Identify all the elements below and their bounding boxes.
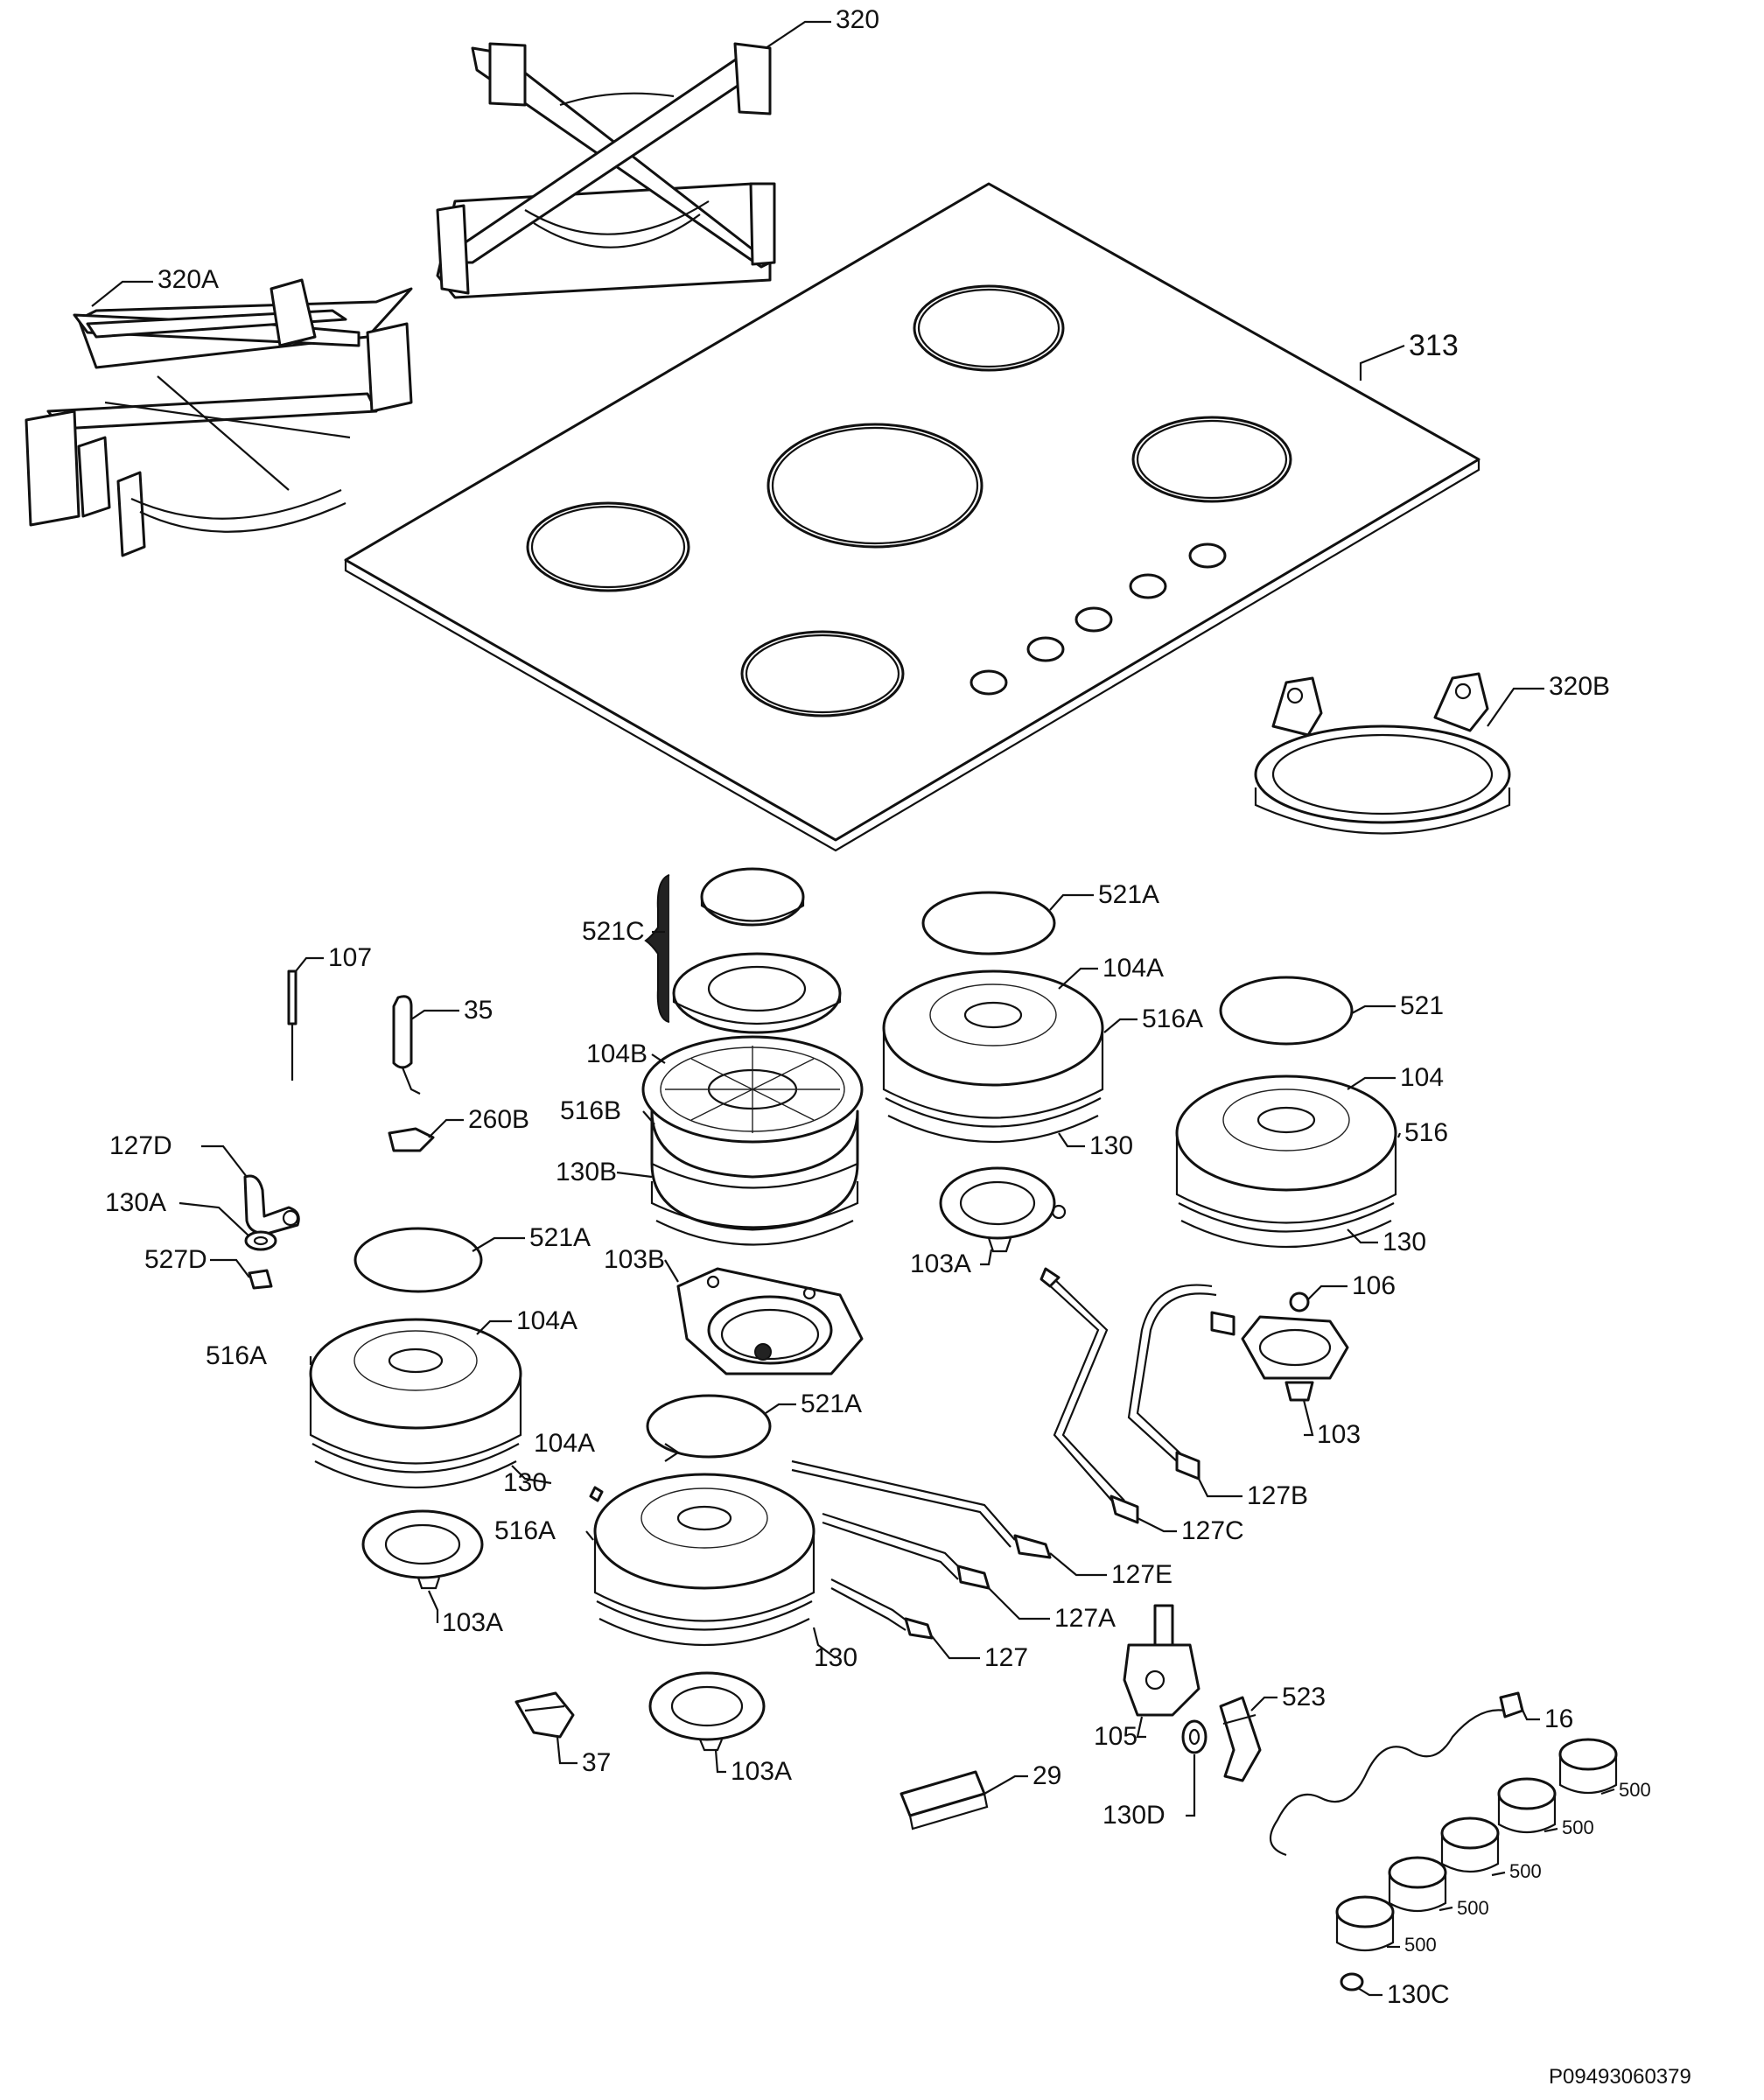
label-127: 127 [984,1643,1029,1672]
gas-valve-105 [1123,1604,1200,1717]
label-104A-left: 104A [516,1306,578,1335]
clip-260B [388,1127,435,1152]
label-104A-center: 104A [534,1429,596,1458]
label-130-center: 130 [814,1643,858,1672]
label-130-upper: 130 [1089,1131,1134,1160]
label-500-4: 500 [1457,1897,1489,1919]
burner-base-103A-upper [939,1166,1067,1253]
label-127E: 127E [1111,1560,1173,1589]
elbow-127D [243,1174,300,1236]
burner-assembly-104B [641,1035,864,1246]
knob-500-5 [1335,1895,1395,1951]
gas-pipes [791,1267,1236,1640]
label-320: 320 [836,5,880,34]
knob-500-4 [1388,1856,1447,1912]
label-130-left: 130 [503,1468,548,1497]
label-103A-center: 103A [731,1757,793,1786]
washer-130D [1181,1719,1208,1754]
label-130B: 130B [556,1158,618,1186]
wok-ring-320B [1254,672,1511,835]
knob-500-1 [1558,1738,1618,1794]
washer-130A [244,1230,277,1251]
label-104: 104 [1400,1063,1445,1092]
label-313: 313 [1409,329,1459,362]
label-103B: 103B [604,1245,666,1274]
label-500-5: 500 [1404,1934,1437,1956]
label-521A-left: 521A [529,1223,592,1252]
label-320A: 320A [158,265,220,294]
drawing-code: P09493060379 [1549,2065,1691,2089]
label-523: 523 [1282,1683,1326,1712]
burner-caps-521C [644,867,842,1034]
leader-lines [91,20,1615,1997]
thermocouple-107 [287,970,298,1081]
label-516A-upper: 516A [1142,1004,1204,1033]
label-516A-center: 516A [494,1516,556,1545]
label-320B: 320B [1549,672,1611,701]
electrode-35 [392,995,421,1095]
label-130C: 130C [1387,1980,1450,2009]
label-500-1: 500 [1619,1779,1651,1801]
burner-base-103B [676,1267,864,1376]
label-260B: 260B [468,1105,530,1134]
control-knobs-500 [1335,1738,1618,1951]
label-521: 521 [1400,991,1445,1020]
label-130D: 130D [1102,1801,1166,1830]
burner-assembly-right [1175,976,1397,1248]
label-127B: 127B [1247,1481,1309,1510]
burner-assembly-top-right [882,891,1104,1143]
label-35: 35 [464,996,494,1025]
label-127A: 127A [1054,1604,1116,1633]
burner-base-103 [1241,1292,1349,1402]
burner-assembly-left [309,1227,522,1590]
label-104A-upper: 104A [1102,954,1165,983]
terminal-block-37 [514,1691,575,1739]
label-37: 37 [582,1748,612,1777]
label-500-3: 500 [1509,1860,1542,1882]
label-130-right: 130 [1382,1228,1427,1256]
label-130A: 130A [105,1188,167,1217]
label-521C: 521C [582,917,645,946]
nut-527D [248,1269,273,1290]
knob-500-3 [1440,1816,1500,1872]
label-527D: 527D [144,1245,207,1274]
label-500-2: 500 [1562,1816,1594,1838]
label-516: 516 [1404,1118,1449,1147]
pan-support-320A [24,278,413,557]
pan-support-320 [436,42,776,299]
label-103A-left: 103A [442,1608,504,1637]
label-127C: 127C [1181,1516,1244,1545]
clip-523 [1219,1696,1262,1782]
ignition-wiring-16 [1269,1691,1524,1857]
label-521A-center: 521A [801,1390,863,1418]
label-516A-left: 516A [206,1341,268,1370]
spring-130C [1340,1972,1364,1992]
label-107: 107 [328,943,373,972]
spark-generator-29 [900,1770,989,1830]
label-105: 105 [1094,1722,1138,1751]
burner-assembly-bottom-center [589,1394,816,1752]
label-521A-upper: 521A [1098,880,1160,909]
label-106: 106 [1352,1271,1396,1300]
label-29: 29 [1032,1761,1062,1790]
label-103: 103 [1317,1420,1362,1449]
label-127D: 127D [109,1131,172,1160]
label-16: 16 [1544,1704,1574,1733]
control-knob-holes [970,542,1227,696]
knob-500-2 [1497,1777,1557,1833]
label-516B: 516B [560,1096,622,1125]
label-103A-upper: 103A [910,1250,972,1278]
hob-glass-top-313 [344,182,1480,852]
label-104B: 104B [586,1040,648,1068]
